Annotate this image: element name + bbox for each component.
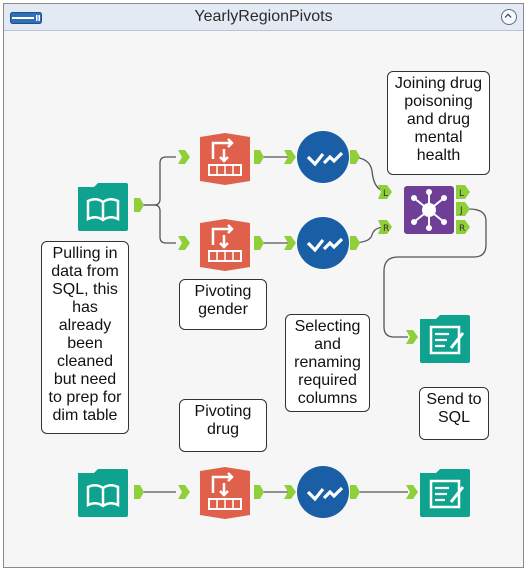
wire-join-j-to-output	[383, 208, 487, 338]
cross-tab-tool-drug-mid[interactable]	[198, 217, 252, 271]
checkmark-icon	[297, 466, 349, 518]
output-data-tool-bottom[interactable]	[418, 465, 472, 519]
output-anchor[interactable]	[350, 236, 360, 250]
join-anchor-l-out: L	[456, 185, 470, 199]
workflow-canvas[interactable]: L R L J R	[4, 31, 523, 567]
chevron-up-icon	[504, 13, 512, 18]
output-icon	[420, 315, 470, 363]
input-anchor[interactable]	[406, 330, 418, 344]
svg-text:R: R	[383, 224, 389, 234]
cross-tab-icon	[200, 133, 250, 185]
output-data-tool-top[interactable]	[418, 311, 472, 365]
comment-selecting-columns[interactable]: Selecting and renaming required columns	[285, 314, 370, 412]
select-tool-mid[interactable]	[296, 216, 350, 270]
input-anchor[interactable]	[284, 236, 296, 250]
output-anchor[interactable]	[254, 485, 264, 499]
input-anchor[interactable]	[178, 150, 190, 164]
comment-pivoting-drug[interactable]: Pivoting drug	[179, 399, 267, 452]
output-anchor[interactable]	[134, 198, 144, 212]
join-anchor-r-out: R	[456, 220, 470, 234]
cross-tab-icon	[200, 467, 250, 519]
comment-send-to-sql[interactable]: Send to SQL	[419, 387, 489, 440]
output-anchor[interactable]	[254, 236, 264, 250]
input-anchor[interactable]	[284, 485, 296, 499]
join-anchor-j-out: J	[456, 202, 470, 216]
input-anchor[interactable]	[284, 150, 296, 164]
cross-tab-tool-drug[interactable]	[198, 465, 252, 519]
input-anchor[interactable]	[178, 236, 190, 250]
svg-text:L: L	[459, 189, 464, 199]
select-tool-top[interactable]	[296, 130, 350, 184]
input-data-tool-top[interactable]	[76, 179, 130, 233]
collapse-button[interactable]	[501, 9, 517, 25]
tool-container[interactable]: YearlyRegionPivots	[3, 3, 524, 568]
input-data-tool-bottom[interactable]	[76, 465, 130, 519]
comment-pivoting-gender[interactable]: Pivoting gender	[179, 279, 267, 330]
output-anchor[interactable]	[350, 485, 360, 499]
book-icon	[78, 183, 128, 231]
checkmark-icon	[297, 217, 349, 269]
container-title: YearlyRegionPivots	[194, 8, 333, 25]
container-icon	[10, 12, 42, 24]
input-anchor[interactable]	[406, 485, 418, 499]
cross-tab-tool-gender[interactable]	[198, 131, 252, 185]
cross-tab-icon	[200, 219, 250, 271]
select-tool-bottom[interactable]	[296, 465, 350, 519]
join-anchor-l-in: L	[378, 185, 392, 199]
svg-text:R: R	[459, 224, 465, 234]
output-anchor[interactable]	[350, 150, 360, 164]
output-icon	[420, 469, 470, 517]
join-tool[interactable]: L R L J R	[376, 184, 476, 236]
book-icon	[78, 469, 128, 517]
comment-joining[interactable]: Joining drug poisoning and drug mental h…	[387, 71, 490, 175]
wire-input-to-crosstab-gender	[142, 156, 176, 206]
input-anchor[interactable]	[178, 485, 190, 499]
output-anchor[interactable]	[254, 150, 264, 164]
container-title-bar[interactable]: YearlyRegionPivots	[4, 4, 523, 31]
output-anchor[interactable]	[134, 485, 144, 499]
join-anchor-r-in: R	[378, 220, 392, 234]
comment-pulling-data[interactable]: Pulling in data from SQL, this has alrea…	[41, 241, 129, 434]
svg-text:L: L	[383, 189, 388, 199]
join-icon	[404, 186, 454, 234]
wire-input-to-crosstab-mid	[142, 204, 176, 244]
svg-text:J: J	[459, 206, 463, 216]
checkmark-icon	[297, 131, 349, 183]
